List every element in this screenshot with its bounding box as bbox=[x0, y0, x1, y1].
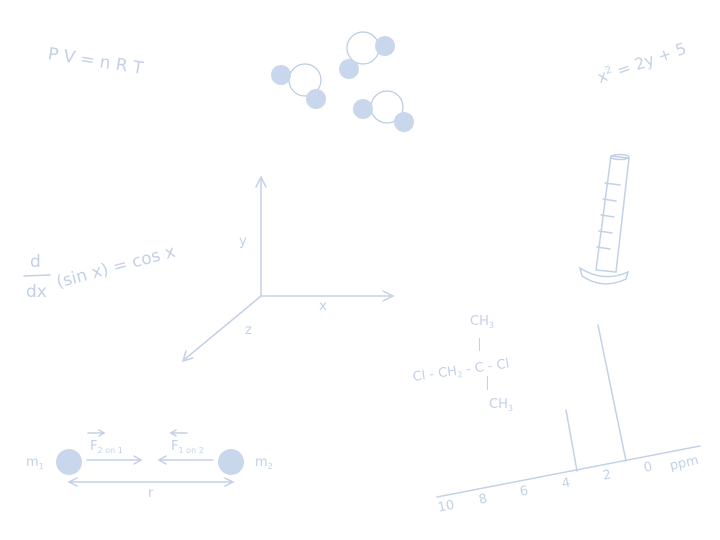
molecule-top-group: CH3 bbox=[470, 314, 494, 330]
force-2-on-1-label: F2 on 1 bbox=[90, 439, 123, 455]
separation-label: r bbox=[148, 486, 154, 501]
nmr-baseline bbox=[436, 445, 701, 498]
axis-label-x: x bbox=[319, 299, 327, 314]
derivative-numerator: d bbox=[30, 252, 41, 272]
mass-2-label: m2 bbox=[255, 455, 273, 471]
axis-label-y: y bbox=[239, 234, 247, 249]
nmr-tick-10: 10 bbox=[436, 497, 456, 516]
molecule-bottom-group: CH3 bbox=[489, 397, 513, 413]
coordinate-axes bbox=[181, 175, 395, 363]
molecule-icon bbox=[271, 31, 414, 132]
molecule-b bbox=[339, 31, 395, 79]
molecule-c bbox=[353, 90, 414, 132]
bond-top bbox=[479, 338, 480, 351]
molecule-a bbox=[271, 63, 326, 109]
graduated-cylinder-icon bbox=[578, 153, 630, 285]
mass-2 bbox=[218, 449, 244, 475]
nmr-peak-2ppm bbox=[597, 324, 627, 462]
ideal-gas-eq: = bbox=[73, 48, 102, 73]
derivative-denominator: dx bbox=[26, 282, 47, 302]
mass-1-label: m1 bbox=[26, 455, 44, 471]
nmr-peak-4ppm bbox=[565, 409, 578, 472]
force-1-on-2-label: F1 on 2 bbox=[171, 439, 204, 455]
axis-label-z: z bbox=[245, 323, 252, 338]
fraction-bar bbox=[23, 274, 51, 277]
force-diagram bbox=[56, 429, 244, 487]
mass-1 bbox=[56, 449, 82, 475]
ideal-gas-lhs: P V bbox=[46, 44, 77, 69]
nmr-spectrum bbox=[436, 324, 701, 498]
bond-bottom bbox=[487, 376, 488, 390]
